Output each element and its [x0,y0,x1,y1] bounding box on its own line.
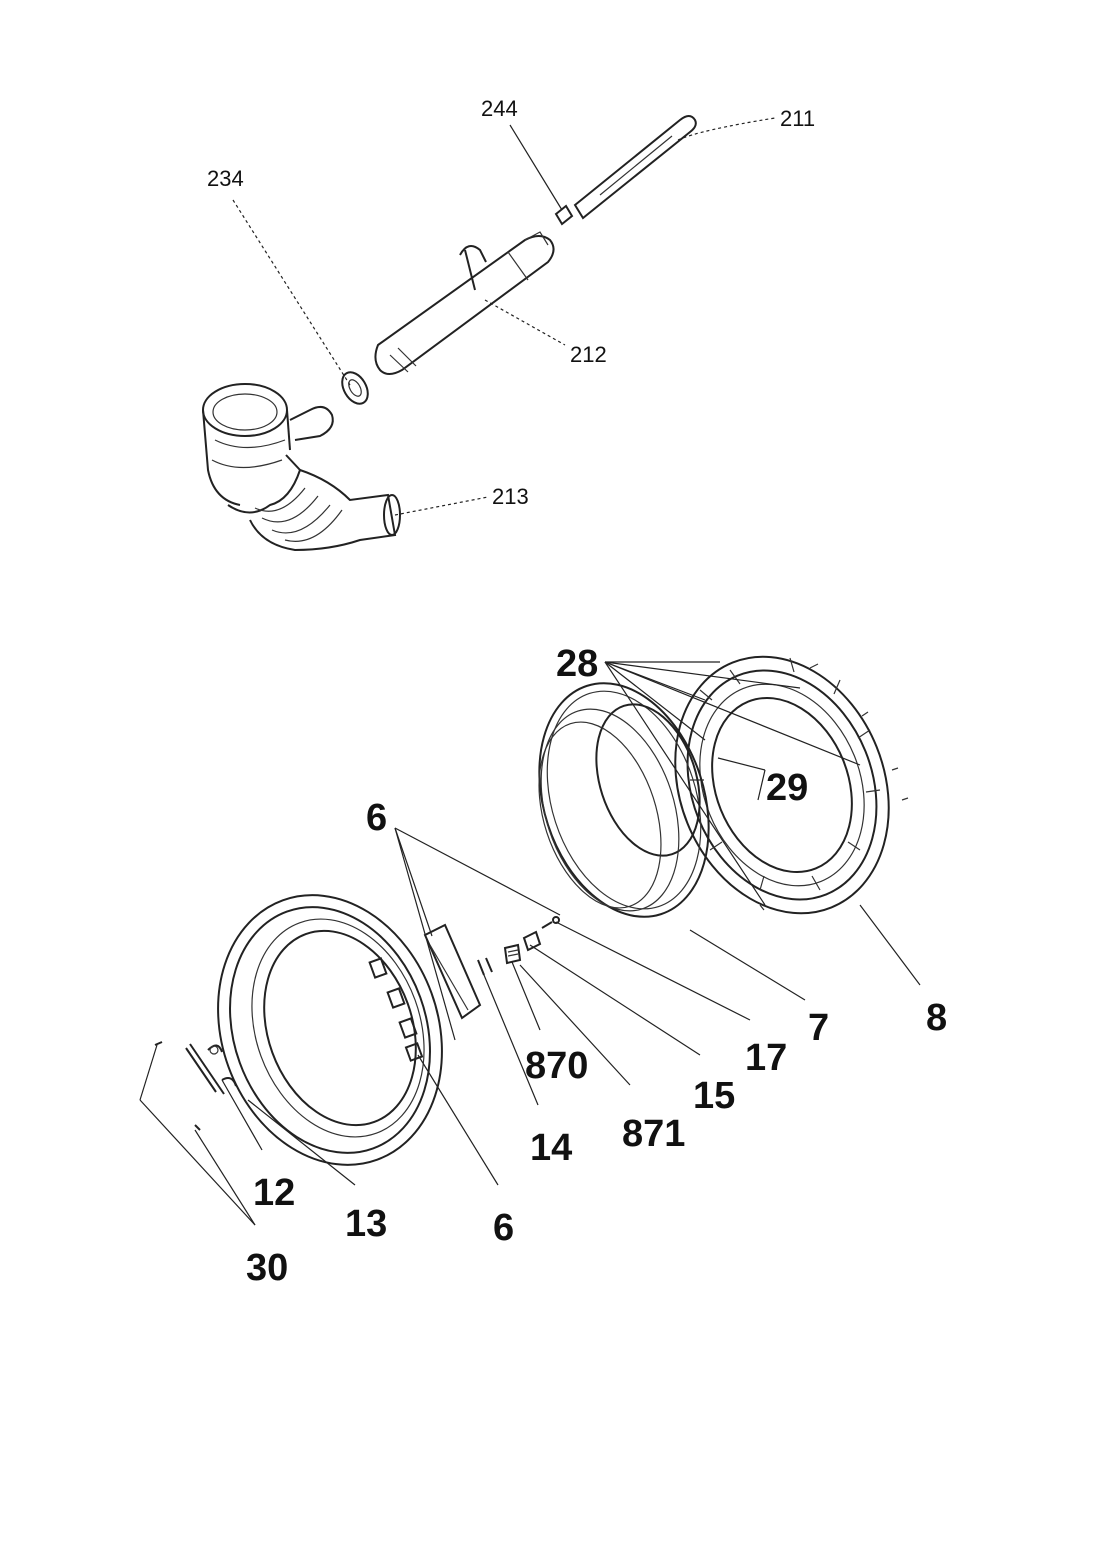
leader-28c [604,661,861,766]
label-28: 28 [556,643,598,685]
part-17-screw [552,916,560,924]
label-870: 870 [525,1045,588,1087]
leader-6c [394,827,456,1041]
part-13-glass [185,1043,225,1095]
leader-13 [247,1099,356,1186]
part-244-clamp [554,204,574,226]
label-212: 212 [570,342,607,367]
label-6-bottom: 6 [493,1207,514,1249]
part-7-seal [538,682,710,918]
leader-213 [394,496,489,516]
leader-28d [604,661,801,689]
leader-30a [139,1099,256,1226]
label-871: 871 [622,1113,685,1155]
leader-29a [717,757,766,771]
leader-30b [194,1129,256,1226]
leader-30c [139,1044,158,1101]
part-30-screws [154,1041,201,1131]
label-213: 213 [492,484,529,509]
leader-6a [394,827,561,916]
label-8: 8 [926,997,947,1039]
label-211: 211 [780,106,815,131]
small-hardware [477,916,560,976]
leader-244 [509,124,563,211]
label-14: 14 [530,1127,572,1169]
part-6-hinge [423,923,482,1020]
part-15-pin [541,921,553,929]
leader-234 [232,199,351,386]
label-12: 12 [253,1172,295,1214]
leader-870 [511,961,541,1031]
label-29: 29 [766,767,808,809]
part-871-bushing [522,930,542,952]
label-13: 13 [345,1203,387,1245]
part-14-pin [477,957,493,976]
leader-28f [604,661,766,906]
leader-871 [519,964,631,1086]
leader-8 [859,904,921,986]
leader-28e [604,661,706,741]
part-213-bellows [202,383,401,552]
part-12-handle [207,1044,237,1087]
label-244: 244 [481,96,518,121]
label-7: 7 [808,1007,829,1049]
leader-7 [689,929,806,1001]
label-234: 234 [207,166,244,191]
part-234-gasket [341,371,369,405]
leader-6-bottom [417,1054,499,1186]
leader-14 [483,974,539,1106]
label-17: 17 [745,1037,787,1079]
leader-15 [529,944,701,1056]
leader-6b [394,827,433,937]
leader-17 [555,921,751,1021]
leader-12 [221,1079,263,1151]
label-6-top: 6 [366,797,387,839]
leader-211 [677,117,776,141]
part-211-hose [573,115,697,220]
label-30: 30 [246,1247,288,1289]
leader-212 [484,299,566,346]
label-15: 15 [693,1075,735,1117]
leader-29b [757,769,766,801]
part-212-pipe [374,231,555,375]
part-870-spring [503,943,522,965]
part-6-door-ring [217,894,443,1166]
